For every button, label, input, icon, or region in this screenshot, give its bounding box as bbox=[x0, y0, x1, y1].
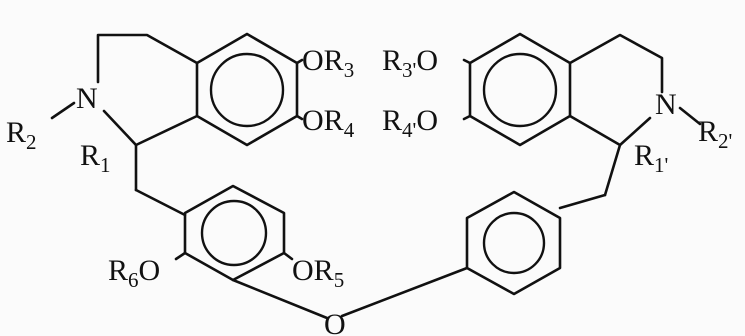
or5-bond bbox=[282, 251, 294, 261]
label-r2-prime: R2' bbox=[698, 115, 732, 153]
label-or4: OR4 bbox=[302, 104, 355, 142]
label-or3: OR3 bbox=[302, 44, 354, 82]
label-n-right: N bbox=[655, 88, 677, 121]
lower-right-benzene-unit bbox=[340, 190, 562, 318]
right-piperidine-bonds bbox=[568, 33, 664, 94]
right-n-r2p-bond bbox=[678, 106, 702, 126]
label-or5: OR5 bbox=[292, 254, 344, 292]
label-bridge-o: O bbox=[324, 308, 346, 336]
label-r6-o: R6O bbox=[108, 254, 160, 292]
ether-bond-right bbox=[340, 266, 469, 318]
label-r4-prime-o: R4'O bbox=[382, 104, 438, 142]
left-isoquinoline-unit bbox=[50, 32, 304, 217]
left-c1-ring-bond bbox=[134, 114, 199, 147]
atom-labels: R2 N R1 OR3 OR4 R3'O R4'O N R2' R1 bbox=[6, 44, 732, 336]
left-or3-bond bbox=[295, 58, 304, 65]
left-n-r2-bond bbox=[50, 101, 76, 120]
label-r1: R1 bbox=[80, 139, 111, 177]
right-c1-ring-bond bbox=[568, 114, 622, 147]
label-r2: R2 bbox=[6, 116, 37, 154]
lower-right-benzene-ring bbox=[465, 190, 562, 296]
lower-left-benzene-unit bbox=[174, 184, 329, 320]
right-r4po-bond bbox=[462, 114, 472, 121]
left-n-c1-bond bbox=[102, 109, 138, 147]
label-r3-prime-o: R3'O bbox=[382, 44, 438, 82]
r6o-bond bbox=[174, 251, 187, 261]
left-aromatic-circle bbox=[209, 52, 285, 128]
lower-right-aromatic-circle bbox=[482, 211, 546, 275]
right-n-c1-bond bbox=[618, 116, 652, 147]
left-ch2-bond-2 bbox=[134, 188, 187, 217]
right-ch2-bond-2 bbox=[558, 193, 607, 210]
label-n-left: N bbox=[76, 82, 98, 115]
lower-left-aromatic-circle bbox=[200, 199, 268, 267]
left-or4-bond bbox=[295, 114, 304, 121]
ether-bond-left bbox=[231, 278, 329, 320]
right-ch2-bond-1 bbox=[603, 143, 622, 197]
label-r1-prime: R1' bbox=[634, 139, 668, 177]
left-piperidine-bonds bbox=[96, 33, 199, 84]
right-r3po-bond bbox=[462, 58, 472, 65]
right-isoquinoline-unit bbox=[462, 32, 702, 210]
right-aromatic-circle bbox=[482, 52, 558, 128]
